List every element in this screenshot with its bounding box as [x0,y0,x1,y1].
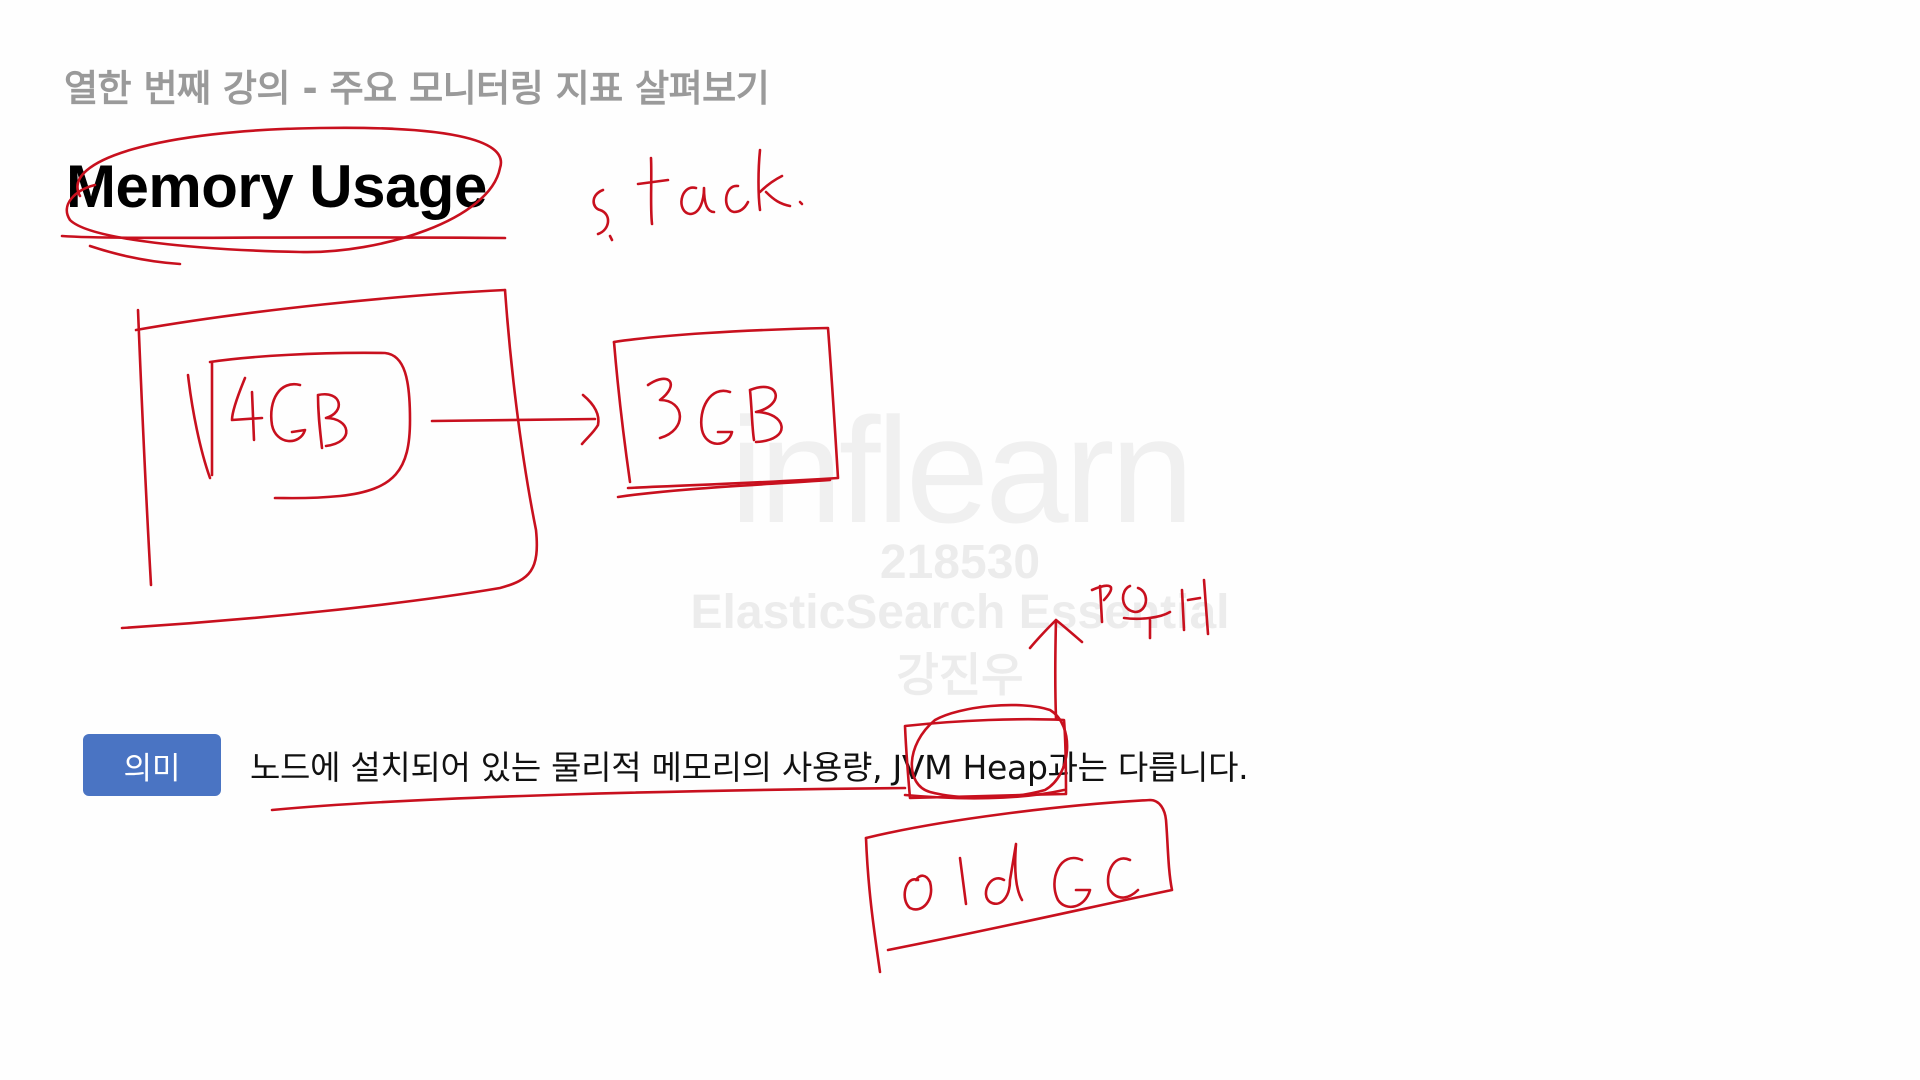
meaning-badge: 의미 [83,734,221,796]
watermark-name: 강진우 [896,649,1024,701]
arrow-4gb-to-3gb [430,393,600,446]
handwriting-old-gc [903,842,1140,911]
watermark-id: 218530 [879,536,1041,589]
meaning-badge-label: 의미 [123,750,181,787]
lecture-title: 열한 번째 강의 - 주요 모니터링 지표 살펴보기 [64,67,770,110]
old-gc-box [864,798,1174,974]
box-3gb [612,326,840,499]
handwriting-4gb [230,376,348,450]
section-title: Memory Usage [66,153,487,220]
korean-handwriting-note [1090,578,1210,640]
arrow-up [1028,618,1084,720]
watermark-logo: inflearn [730,386,1194,554]
inner-4gb-box [186,351,412,500]
outer-memory-box [120,288,539,630]
handwriting-3gb [646,377,783,446]
definition-underline [270,786,1066,812]
watermark: inflearn 218530 ElasticSearch Essential … [650,395,1270,705]
stack-handwriting [592,148,804,242]
definition-text: 노드에 설치되어 있는 물리적 메모리의 사용량, JVM Heap과는 다릅니… [250,748,1249,787]
watermark-course: ElasticSearch Essential [690,586,1230,639]
